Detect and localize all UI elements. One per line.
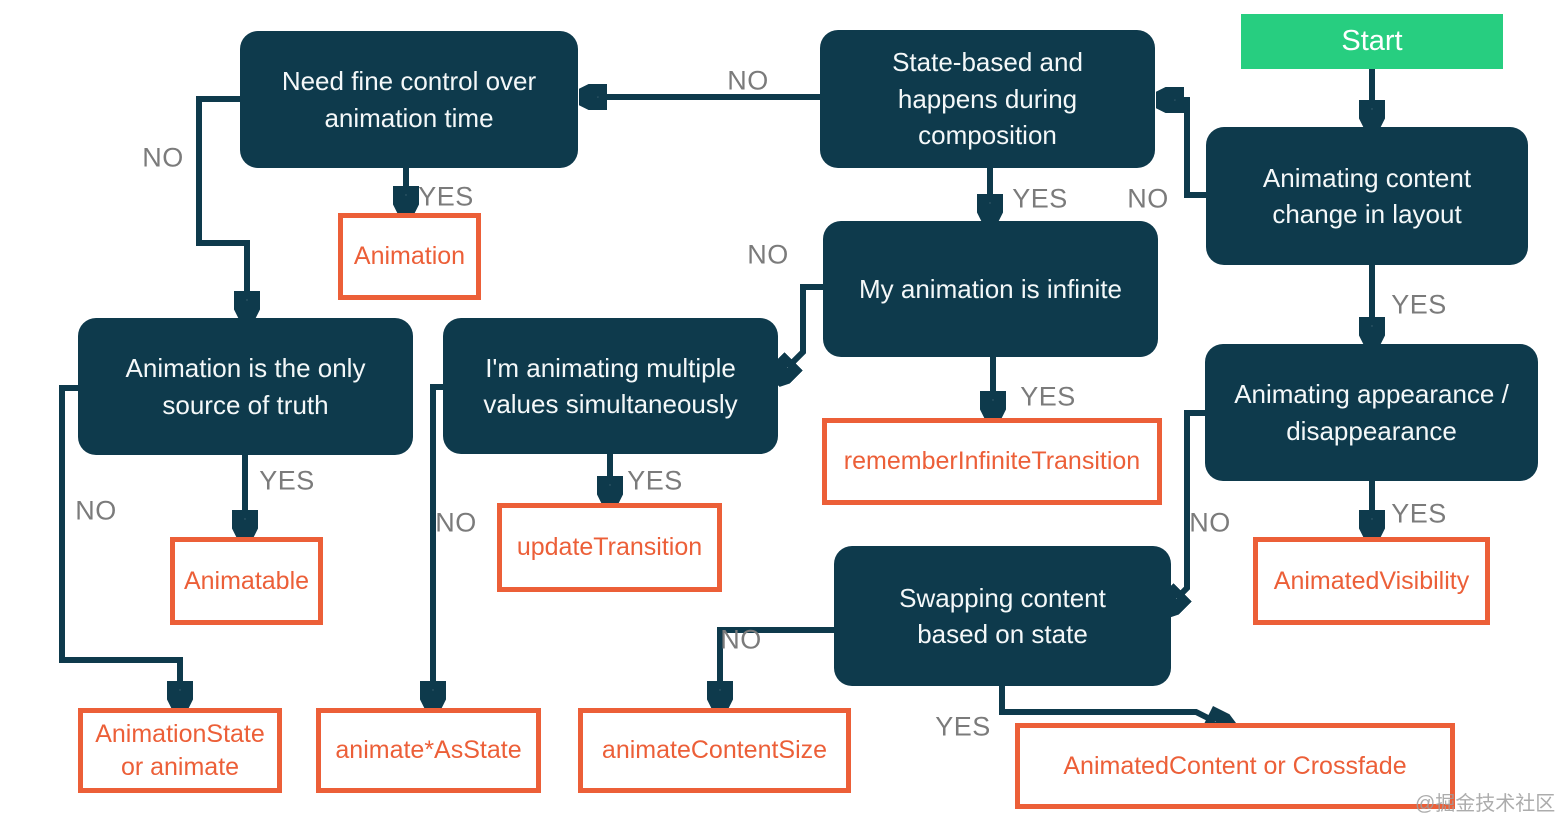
node-animating-content-change: Animating content change in layout xyxy=(1206,127,1528,265)
node-remember-infinite-transition: rememberInfiniteTransition xyxy=(822,418,1162,505)
edge-label-onlysource-to-animatable-yes: YES xyxy=(259,465,315,496)
node-start: Start xyxy=(1241,14,1503,69)
node-im-animating-multiple: I'm animating multiple values simultaneo… xyxy=(443,318,778,454)
node-animate-as-state-label: animate*AsState xyxy=(335,736,522,765)
node-animating-appearance-label: Animating appearance / disappearance xyxy=(1234,379,1509,446)
node-animation-label: Animation xyxy=(353,242,466,271)
node-animated-content-or-crossfade: AnimatedContent or Crossfade xyxy=(1015,723,1455,809)
edge-label-fine-to-onlysource-no: NO xyxy=(142,142,184,173)
watermark-text: @掘金技术社区 xyxy=(1415,793,1556,815)
node-state-based-label: State-based and happens during compositi… xyxy=(892,47,1083,151)
node-animation-only-source-label: Animation is the only source of truth xyxy=(125,353,366,420)
edge-label-onlysource-to-animstate-no: NO xyxy=(75,495,117,526)
edge-label-infinite-to-remember-yes: YES xyxy=(1020,381,1076,412)
node-my-animation-infinite: My animation is infinite xyxy=(823,221,1158,357)
node-animatable: Animatable xyxy=(170,537,323,625)
node-animated-visibility: AnimatedVisibility xyxy=(1253,537,1490,625)
node-animate-content-size-label: animateContentSize xyxy=(601,736,828,765)
edge-label-state-to-fine-no: NO xyxy=(727,65,769,96)
edge-label-acc-to-appearance-yes: YES xyxy=(1391,289,1447,320)
edge-label-state-to-infinite-yes: YES xyxy=(1012,183,1068,214)
edge-label-swapping-to-contentsize-no: NO xyxy=(720,624,762,655)
node-animation-state-or-animate-label: AnimationState or animate xyxy=(95,720,265,781)
node-animation-state-or-animate: AnimationState or animate xyxy=(78,708,282,793)
node-my-animation-infinite-label: My animation is infinite xyxy=(859,273,1122,304)
node-swapping-content-label: Swapping content based on state xyxy=(899,582,1106,649)
node-animating-content-change-label: Animating content change in layout xyxy=(1262,162,1472,229)
node-need-fine-control: Need fine control over animation time xyxy=(240,31,578,168)
edge-label-appearance-to-swapping-no: NO xyxy=(1189,507,1231,538)
node-state-based: State-based and happens during compositi… xyxy=(820,30,1155,168)
node-animation: Animation xyxy=(338,213,481,300)
edge-label-acc-to-state-no: NO xyxy=(1127,183,1169,214)
edge-label-multiple-to-asstate-no: NO xyxy=(435,507,477,538)
node-animatable-label: Animatable xyxy=(183,566,310,595)
node-start-label: Start xyxy=(1341,25,1403,57)
node-update-transition-label: updateTransition xyxy=(516,533,703,562)
node-animate-as-state: animate*AsState xyxy=(316,708,541,793)
edge-label-infinite-to-multiple-no: NO xyxy=(747,239,789,270)
node-update-transition: updateTransition xyxy=(497,503,722,592)
node-need-fine-control-label: Need fine control over animation time xyxy=(281,66,537,133)
node-animated-content-or-crossfade-label: AnimatedContent or Crossfade xyxy=(1063,751,1407,780)
node-animate-content-size: animateContentSize xyxy=(578,708,851,793)
node-animating-appearance: Animating appearance / disappearance xyxy=(1205,344,1538,481)
edge-label-appearance-to-visibility-yes: YES xyxy=(1391,498,1447,529)
edge-label-swapping-to-content-yes: YES xyxy=(935,711,991,742)
edge-label-multiple-to-update-yes: YES xyxy=(627,465,683,496)
node-remember-infinite-transition-label: rememberInfiniteTransition xyxy=(843,447,1141,476)
node-swapping-content: Swapping content based on state xyxy=(834,546,1171,686)
node-im-animating-multiple-label: I'm animating multiple values simultaneo… xyxy=(483,352,738,419)
edge-label-fine-to-animation-yes: YES xyxy=(418,181,474,212)
node-animated-visibility-label: AnimatedVisibility xyxy=(1273,566,1470,595)
node-animation-only-source: Animation is the only source of truth xyxy=(78,318,413,455)
